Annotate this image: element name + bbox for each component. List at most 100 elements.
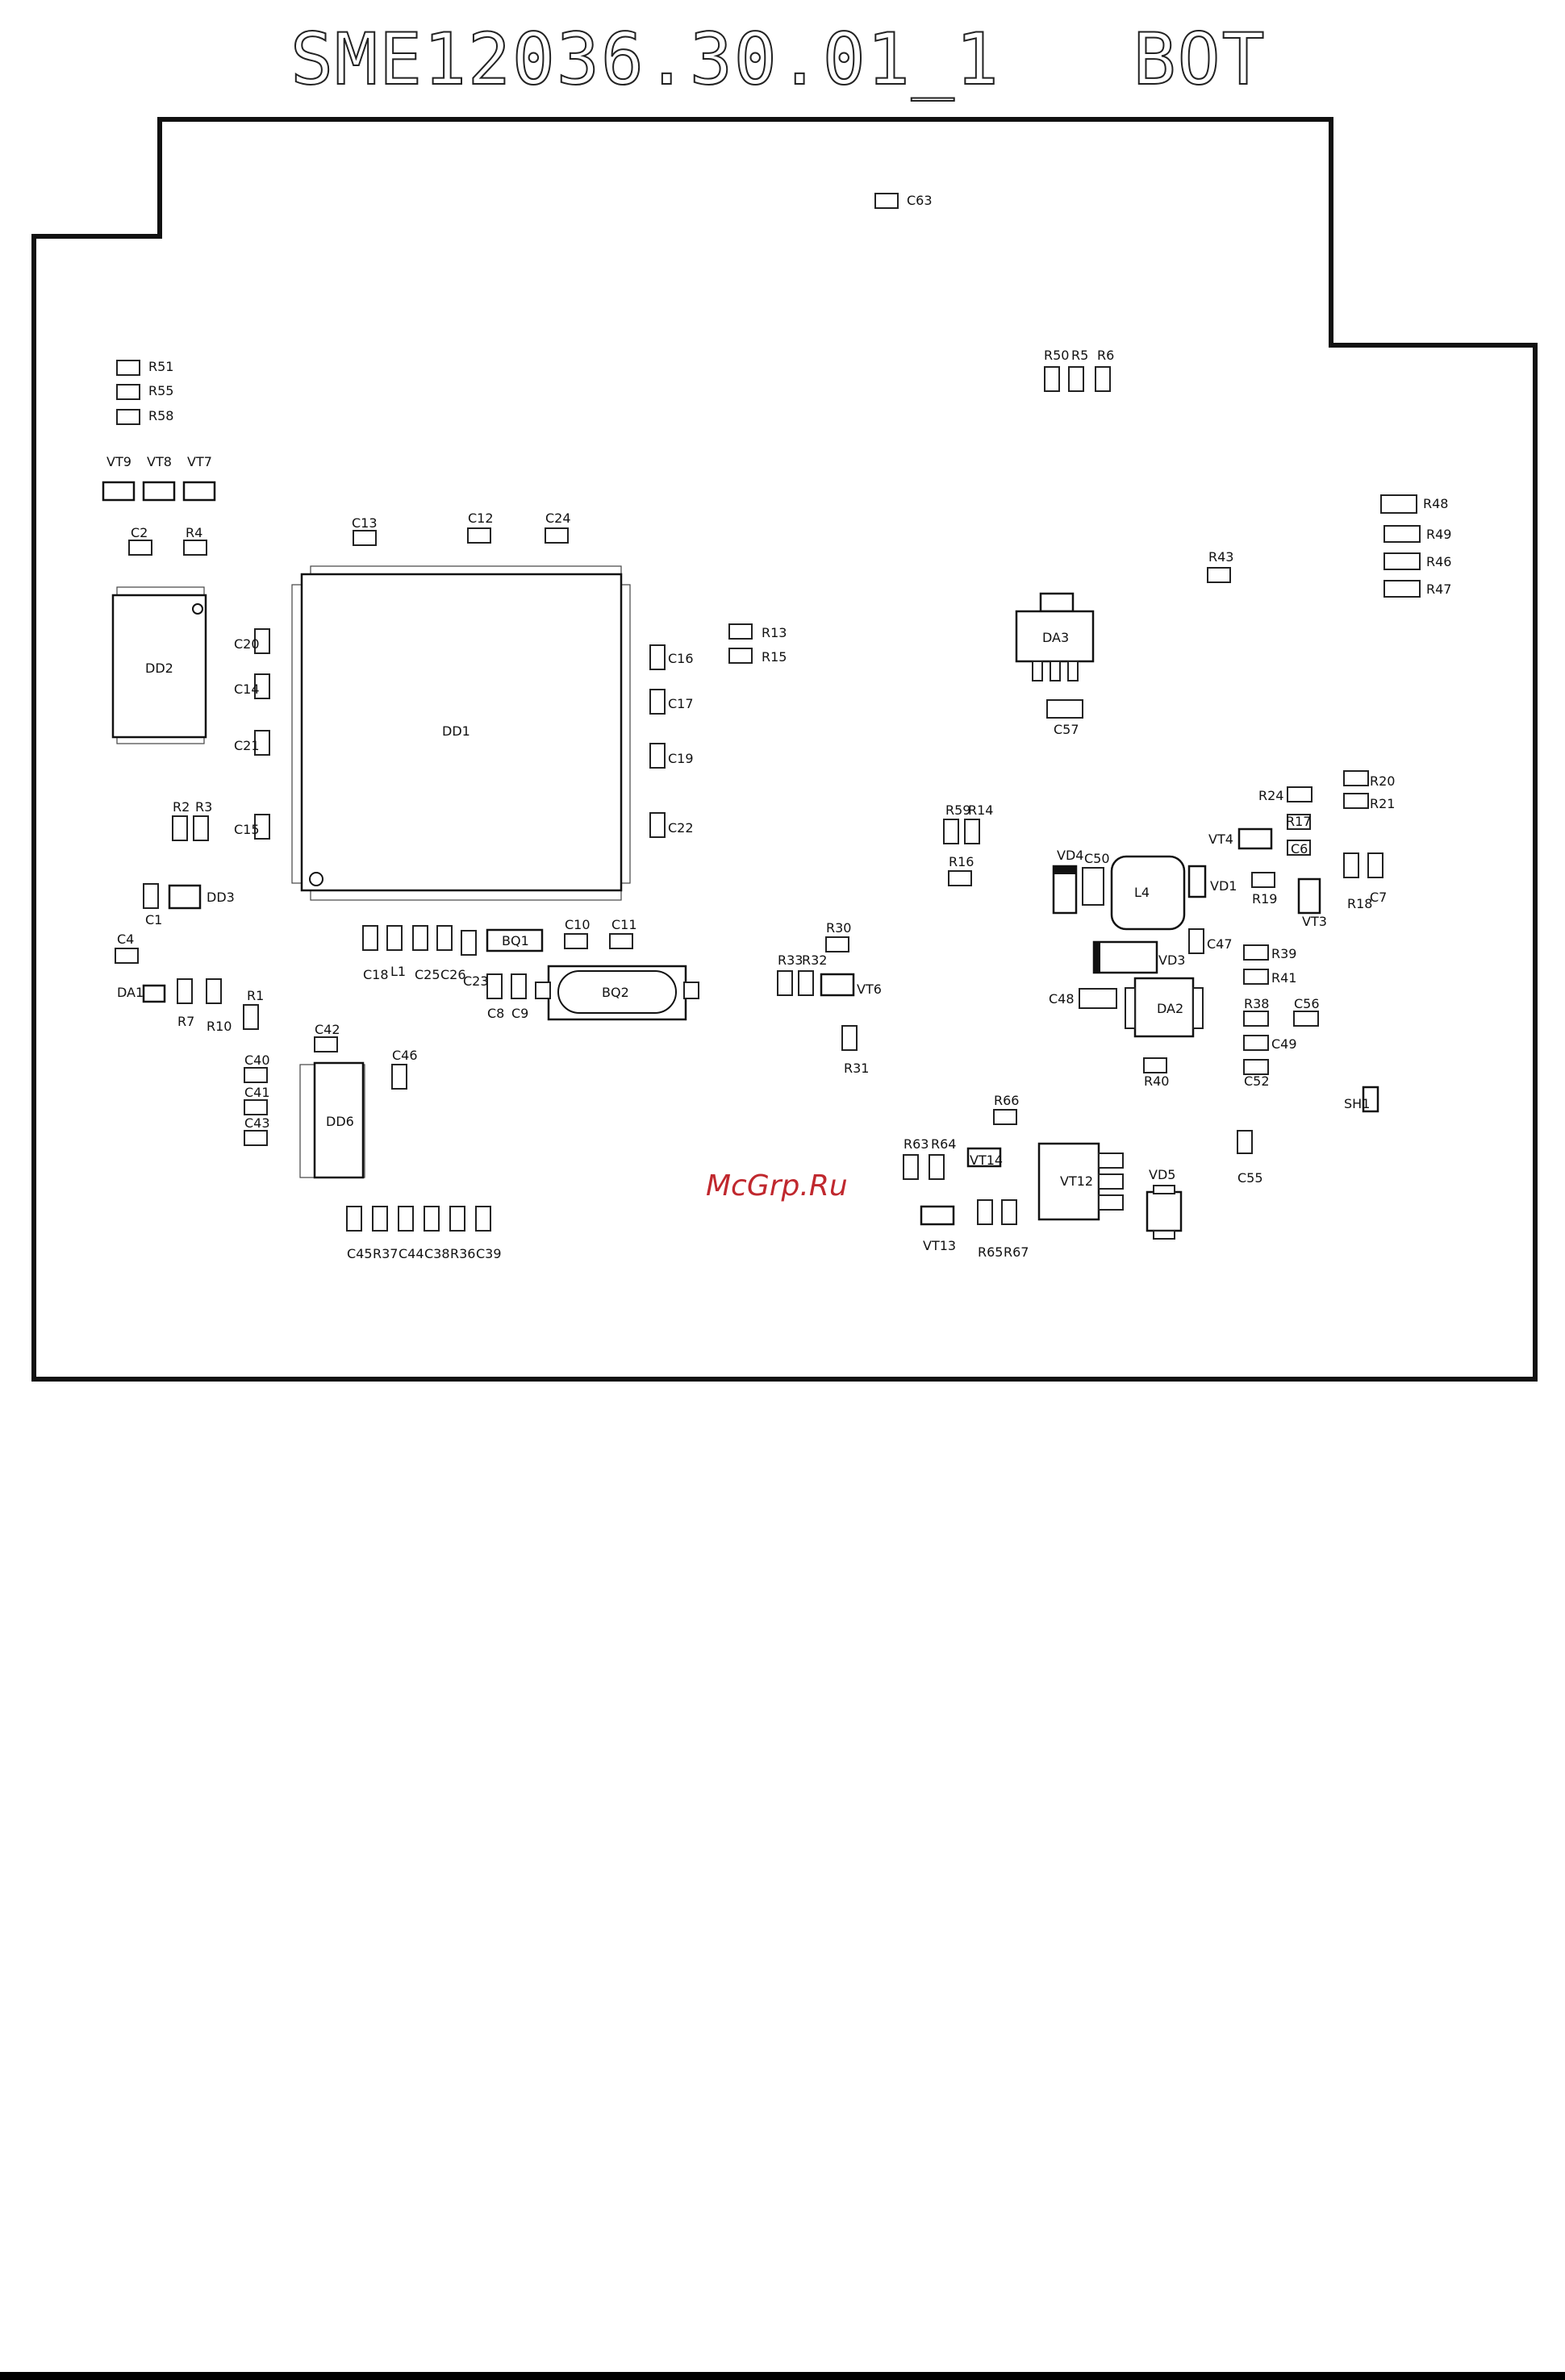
svg-text:R46: R46: [1426, 554, 1451, 569]
diode-vd1: [1187, 865, 1207, 898]
label-dd2: DD2: [145, 661, 173, 676]
svg-text:C22: C22: [668, 820, 694, 836]
label-vd5: VD5: [1149, 1167, 1175, 1182]
svg-text:R38: R38: [1244, 996, 1269, 1011]
svg-text:R4: R4: [186, 525, 202, 540]
transistor-vt13: [920, 1205, 955, 1226]
board-outline: [31, 117, 1538, 1382]
svg-text:R21: R21: [1370, 796, 1395, 811]
svg-text:C26: C26: [440, 967, 466, 982]
svg-text:C17: C17: [668, 696, 694, 711]
transistor-vt6: [820, 973, 855, 997]
svg-text:C24: C24: [545, 511, 571, 526]
svg-text:C41: C41: [244, 1085, 270, 1100]
svg-text:R36: R36: [450, 1246, 475, 1261]
transistor-vt12: [1037, 1142, 1124, 1221]
svg-text:C42: C42: [315, 1022, 340, 1037]
svg-text:C43: C43: [244, 1115, 270, 1131]
svg-text:C19: C19: [668, 751, 694, 766]
svg-text:R13: R13: [762, 625, 787, 640]
label-vt9: VT9: [106, 454, 131, 469]
diode-vd5: [1146, 1185, 1183, 1240]
svg-text:C9: C9: [511, 1006, 528, 1021]
chip-da2: [1125, 977, 1204, 1038]
svg-text:C14: C14: [234, 681, 260, 697]
svg-text:R3: R3: [195, 799, 212, 815]
svg-text:C23: C23: [463, 973, 489, 989]
svg-text:C13: C13: [352, 515, 378, 531]
chip-da3: [1015, 592, 1095, 681]
svg-text:C56: C56: [1294, 996, 1320, 1011]
svg-text:R51: R51: [148, 359, 173, 374]
shunt-sh1: [1362, 1086, 1379, 1113]
svg-text:R18: R18: [1347, 896, 1372, 911]
label-da1: DA1: [117, 985, 144, 1000]
svg-text:R16: R16: [949, 854, 974, 869]
svg-text:C48: C48: [1049, 991, 1075, 1007]
svg-text:R30: R30: [826, 920, 851, 936]
svg-text:R14: R14: [968, 802, 993, 818]
svg-text:C44: C44: [399, 1246, 424, 1261]
label-vd1: VD1: [1210, 878, 1237, 894]
svg-text:R41: R41: [1271, 970, 1296, 986]
svg-text:C7: C7: [1370, 890, 1387, 905]
label-sh1: SH1: [1344, 1096, 1370, 1111]
svg-text:R33: R33: [778, 952, 803, 968]
svg-text:R31: R31: [844, 1061, 869, 1076]
svg-text:C46: C46: [392, 1048, 418, 1063]
svg-text:C40: C40: [244, 1052, 270, 1068]
svg-text:C10: C10: [565, 917, 591, 932]
svg-text:R49: R49: [1426, 527, 1451, 542]
label-vt7: VT7: [187, 454, 212, 469]
svg-text:C11: C11: [611, 917, 637, 932]
svg-text:C15: C15: [234, 822, 260, 837]
board-title: SME12036.30.01_1 BOT: [290, 17, 1267, 102]
svg-text:R50: R50: [1044, 348, 1069, 363]
svg-text:C4: C4: [117, 932, 134, 947]
svg-text:R20: R20: [1370, 773, 1395, 789]
label-bq2: BQ2: [602, 985, 629, 1000]
svg-text:R6: R6: [1097, 348, 1114, 363]
svg-text:R2: R2: [173, 799, 190, 815]
transistor-vt8: [142, 481, 176, 502]
transistor-vt4: [1237, 827, 1273, 850]
label-dd3: DD3: [207, 890, 235, 905]
svg-text:R32: R32: [802, 952, 827, 968]
svg-text:C21: C21: [234, 738, 260, 753]
svg-text:R43: R43: [1208, 549, 1233, 565]
svg-text:R24: R24: [1258, 788, 1283, 803]
label-vd4: VD4: [1057, 848, 1083, 863]
label-l4: L4: [1134, 885, 1150, 900]
svg-text:R15: R15: [762, 649, 787, 665]
svg-text:C8: C8: [487, 1006, 504, 1021]
label-vt14: VT14: [970, 1152, 1003, 1168]
svg-text:R19: R19: [1252, 891, 1277, 907]
svg-text:C63: C63: [907, 193, 933, 208]
svg-text:R55: R55: [148, 383, 173, 398]
svg-text:R67: R67: [1004, 1244, 1029, 1260]
svg-text:C18: C18: [363, 967, 389, 982]
chip-da1: [142, 984, 166, 1003]
label-vd3: VD3: [1158, 952, 1185, 968]
svg-text:R10: R10: [207, 1019, 232, 1034]
crystal-bq1: [486, 928, 544, 952]
svg-text:R59: R59: [945, 802, 970, 818]
svg-text:R37: R37: [373, 1246, 398, 1261]
label-vt13: VT13: [923, 1238, 956, 1253]
svg-text:R66: R66: [994, 1093, 1019, 1108]
label-vt12: VT12: [1060, 1173, 1093, 1189]
chip-dd2: [111, 586, 207, 744]
crystal-bq2: [535, 965, 699, 1021]
chip-dd6: [299, 1061, 365, 1179]
svg-text:C47: C47: [1207, 936, 1233, 952]
svg-text:R7: R7: [177, 1014, 194, 1029]
label-bq1: BQ1: [502, 933, 529, 948]
chip-dd1: [291, 565, 631, 901]
svg-text:R1: R1: [247, 988, 264, 1003]
diode-vd4: [1052, 865, 1078, 915]
ref-labels: DD1 DD2 DD3 DD6 DA1 DA2 DA3 BQ1 BQ2 L4 V…: [106, 193, 1451, 1261]
svg-text:R63: R63: [904, 1136, 929, 1152]
transistor-vt3: [1297, 877, 1321, 915]
label-dd1: DD1: [442, 723, 470, 739]
svg-text:C55: C55: [1237, 1170, 1263, 1186]
